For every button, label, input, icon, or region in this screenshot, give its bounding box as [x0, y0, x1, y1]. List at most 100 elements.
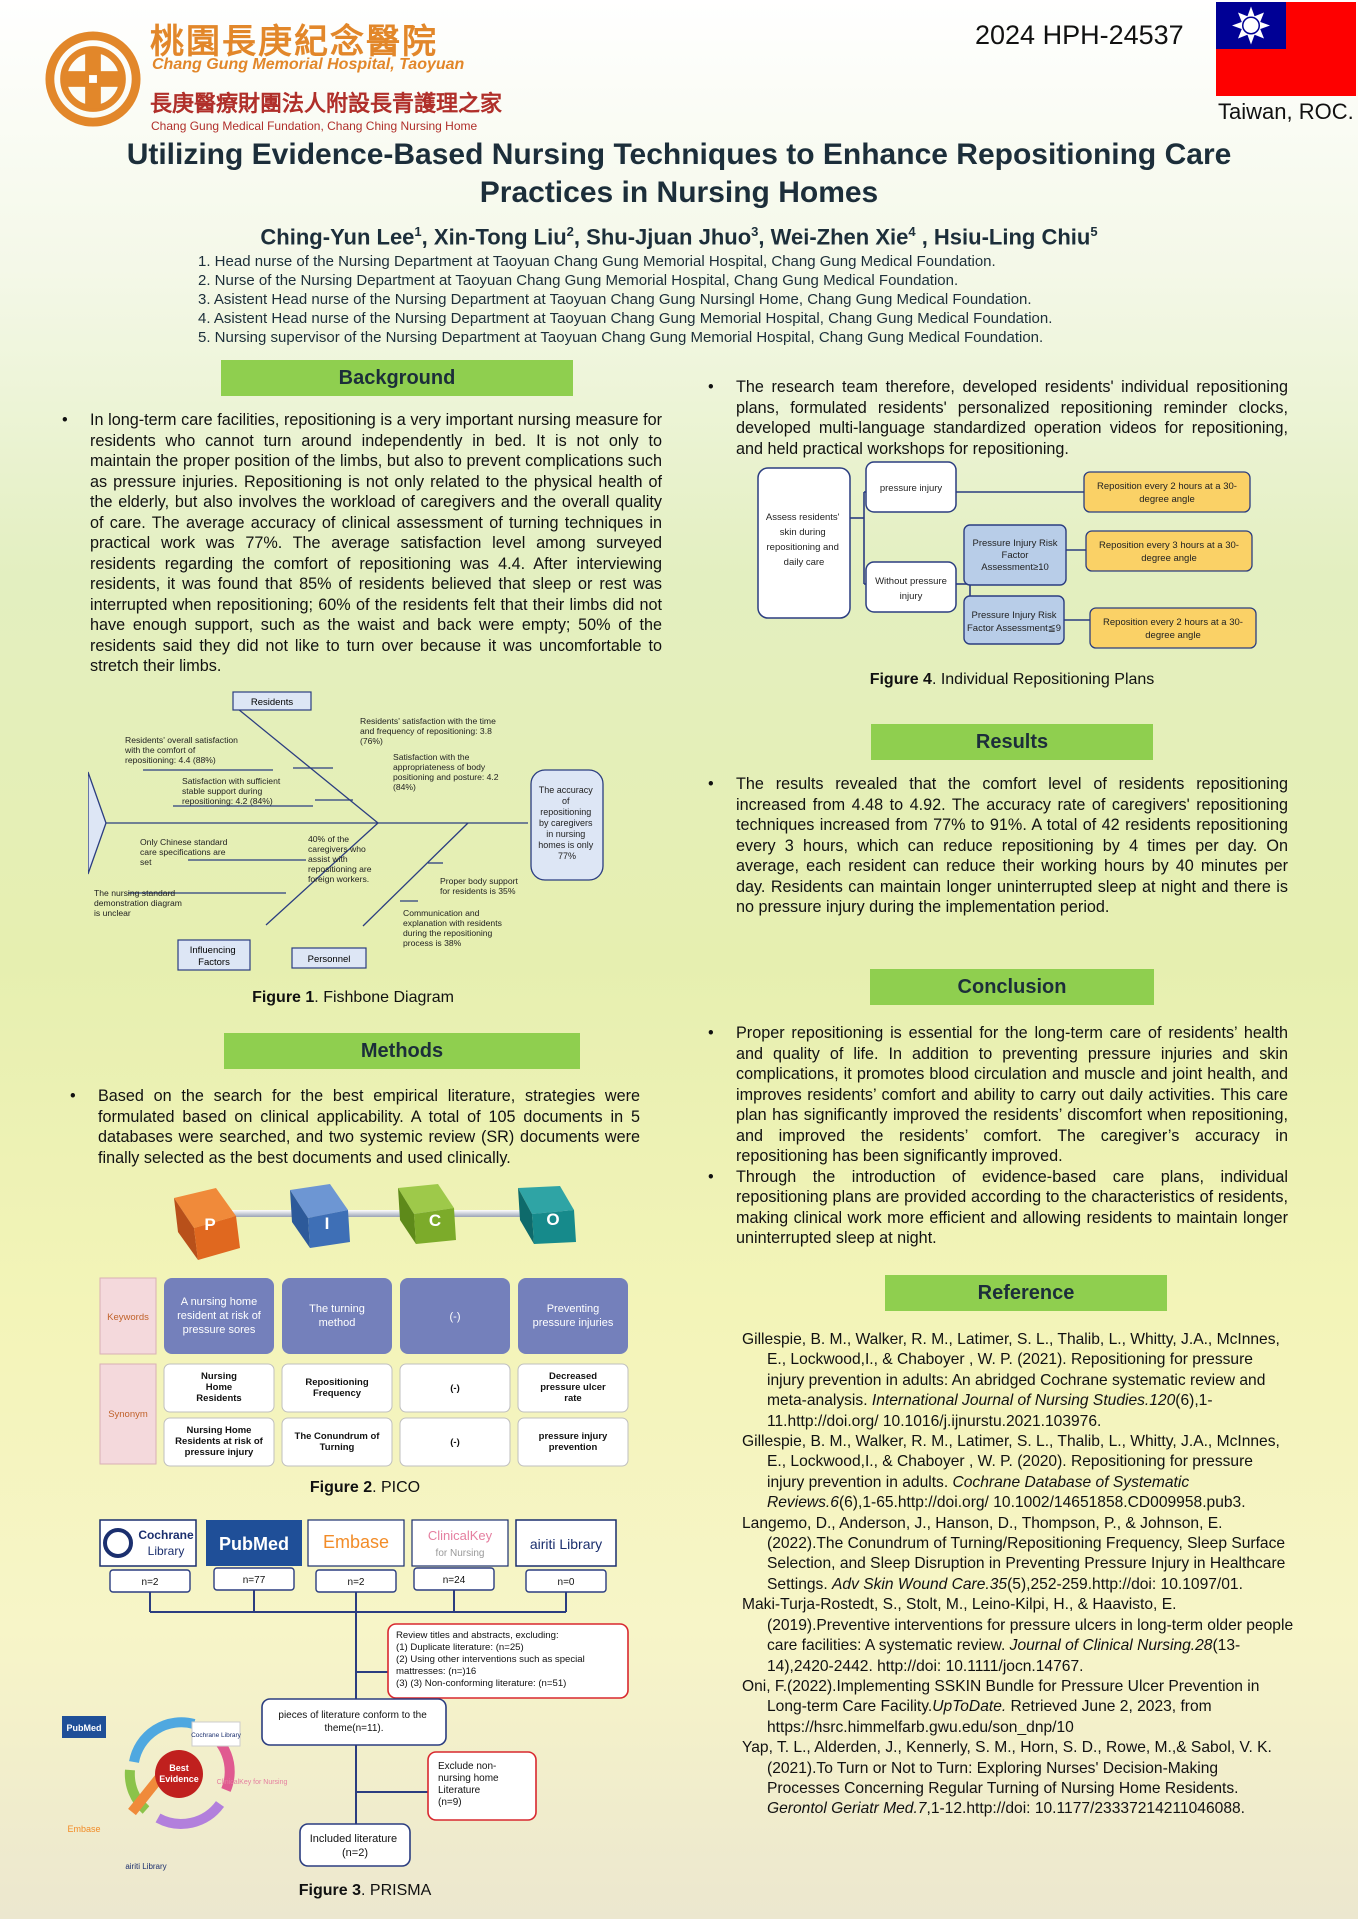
results-list: The results revealed that the comfort le…	[708, 774, 1288, 918]
methods-list: Based on the search for the best empiric…	[70, 1086, 640, 1168]
affiliation-item: 4. Asistent Head nurse of the Nursing De…	[198, 310, 1053, 327]
count-pubmed: n=77	[243, 1575, 266, 1586]
fishbone-diagram: The accuracy of repositioning by caregiv…	[88, 691, 604, 971]
reference-item: Langemo, D., Anderson, J., Hanson, D., T…	[742, 1514, 1286, 1593]
author-name: Hsiu-Ling Chiu	[933, 224, 1091, 250]
pico-cube-i: I	[290, 1184, 350, 1248]
svg-text:O: O	[546, 1210, 559, 1229]
airiti-logo: airiti Library	[530, 1536, 602, 1552]
research-list: The research team therefore, developed r…	[708, 377, 1288, 459]
svg-text:Cochrane Library: Cochrane Library	[191, 1732, 242, 1739]
fishbone-residents-box: Residents	[251, 697, 293, 708]
cochrane-logo: Cochrane	[138, 1528, 194, 1542]
svg-text:I: I	[325, 1214, 330, 1233]
prisma-exclude-box: Exclude non- nursing home Literature (n=…	[438, 1761, 501, 1808]
prisma-included-box: Included literature (n=2)	[310, 1833, 401, 1859]
conclusion-list: Proper repositioning is essential for th…	[708, 1023, 1288, 1249]
pico-synonym: (-)	[450, 1437, 460, 1448]
author-name: Wei-Zhen Xie	[770, 224, 909, 250]
figure-2-caption: Figure 2. PICO	[309, 1479, 421, 1496]
results-text: The results revealed that the comfort le…	[708, 774, 1288, 918]
reference-item: Oni, F.(2022).Implementing SSKIN Bundle …	[742, 1677, 1260, 1736]
conclusion-heading: Conclusion	[870, 969, 1154, 1005]
pubmed-logo: PubMed	[219, 1534, 289, 1554]
reposition-box: Reposition every 2 hours at a 30-degree …	[1103, 617, 1243, 641]
pico-cube-c: C	[398, 1184, 456, 1244]
prisma-exclusion-box: Review titles and abstracts, excluding: …	[396, 1630, 587, 1689]
taiwan-flag-icon	[1216, 2, 1356, 96]
pressure-injury-box: pressure injury	[880, 483, 943, 494]
research-text: The research team therefore, developed r…	[708, 377, 1288, 459]
reference-item: Gillespie, B. M., Walker, R. M., Latimer…	[742, 1331, 1280, 1430]
country-label: Taiwan, ROC.	[1218, 99, 1354, 124]
chang-gung-logo-icon	[45, 31, 141, 127]
count-airiti: n=0	[558, 1577, 575, 1588]
svg-text:Embase: Embase	[67, 1824, 100, 1834]
svg-text:Library: Library	[148, 1544, 185, 1558]
conclusion-item: Through the introduction of evidence-bas…	[708, 1167, 1288, 1249]
poster-title: Utilizing Evidence-Based Nursing Techniq…	[126, 138, 1232, 209]
methods-heading: Methods	[224, 1033, 580, 1069]
foundation-name-cn: 長庚醫療財團法人附設長青護理之家	[150, 91, 503, 117]
prisma-figure: Cochrane Library PubMed Embase ClinicalK…	[62, 1519, 629, 1871]
reference-item: Gillespie, B. M., Walker, R. M., Latimer…	[742, 1433, 1280, 1512]
svg-text:airiti Library: airiti Library	[125, 1862, 166, 1871]
prisma-conform-box: pieces of literature conform to the them…	[278, 1710, 429, 1734]
count-cochrane: n=2	[142, 1577, 159, 1588]
author-list: Ching-Yun Lee1, Xin-Tong Liu2, Shu-Jjuan…	[260, 224, 1098, 250]
affiliation-list: 1. Head nurse of the Nursing Department …	[198, 252, 1198, 347]
background-list: In long-term care facilities, reposition…	[62, 410, 662, 677]
pico-cube-o: O	[518, 1186, 576, 1244]
fishbone-personnel-box: Personnel	[308, 954, 351, 965]
pico-cube-p: P	[174, 1188, 240, 1260]
background-heading: Background	[221, 360, 573, 396]
svg-text:PubMed: PubMed	[67, 1723, 102, 1733]
author-name: Xin-Tong Liu	[433, 224, 567, 250]
affiliation-item: 3. Asistent Head nurse of the Nursing De…	[198, 291, 1032, 308]
conclusion-item: Proper repositioning is essential for th…	[708, 1023, 1288, 1167]
results-heading: Results	[871, 724, 1153, 760]
reference-list: Gillespie, B. M., Walker, R. M., Latimer…	[742, 1330, 1294, 1820]
reposition-box: Reposition every 3 hours at a 30-degree …	[1099, 540, 1239, 564]
affiliation-item: 1. Head nurse of the Nursing Department …	[198, 253, 996, 270]
fishbone-influencing-box: Influencing Factors	[190, 945, 239, 968]
pico-row-keywords: Keywords	[107, 1312, 149, 1323]
conference-id: 2024 HPH-24537	[975, 20, 1184, 50]
pico-row-synonym: Synonym	[108, 1409, 148, 1420]
author-name: Ching-Yun Lee	[260, 224, 415, 250]
foundation-name-en: Chang Gung Medical Fundation, Chang Chin…	[151, 119, 478, 133]
svg-text:The accuracy of reposi: The accuracy of repositioning by caregiv…	[538, 785, 596, 861]
figure-4-caption: Figure 4. Individual Repositioning Plans	[869, 671, 1155, 688]
embase-logo: Embase	[323, 1532, 389, 1552]
pico-synonym: (-)	[450, 1383, 460, 1394]
assess-box: Assess residents' skin during reposition…	[766, 512, 842, 568]
methods-text: Based on the search for the best empiric…	[70, 1086, 640, 1168]
pico-keyword-c: (-)	[450, 1311, 461, 1323]
count-embase: n=2	[348, 1577, 365, 1588]
repositioning-plan-diagram: Assess residents' skin during reposition…	[757, 461, 1257, 649]
reference-item: Maki-Turja-Rostedt, S., Stolt, M., Leino…	[742, 1596, 1294, 1675]
svg-text:for Nursing: for Nursing	[436, 1548, 485, 1559]
hospital-name-cn: 桃園長庚紀念醫院	[150, 22, 438, 62]
reference-heading: Reference	[885, 1275, 1167, 1311]
